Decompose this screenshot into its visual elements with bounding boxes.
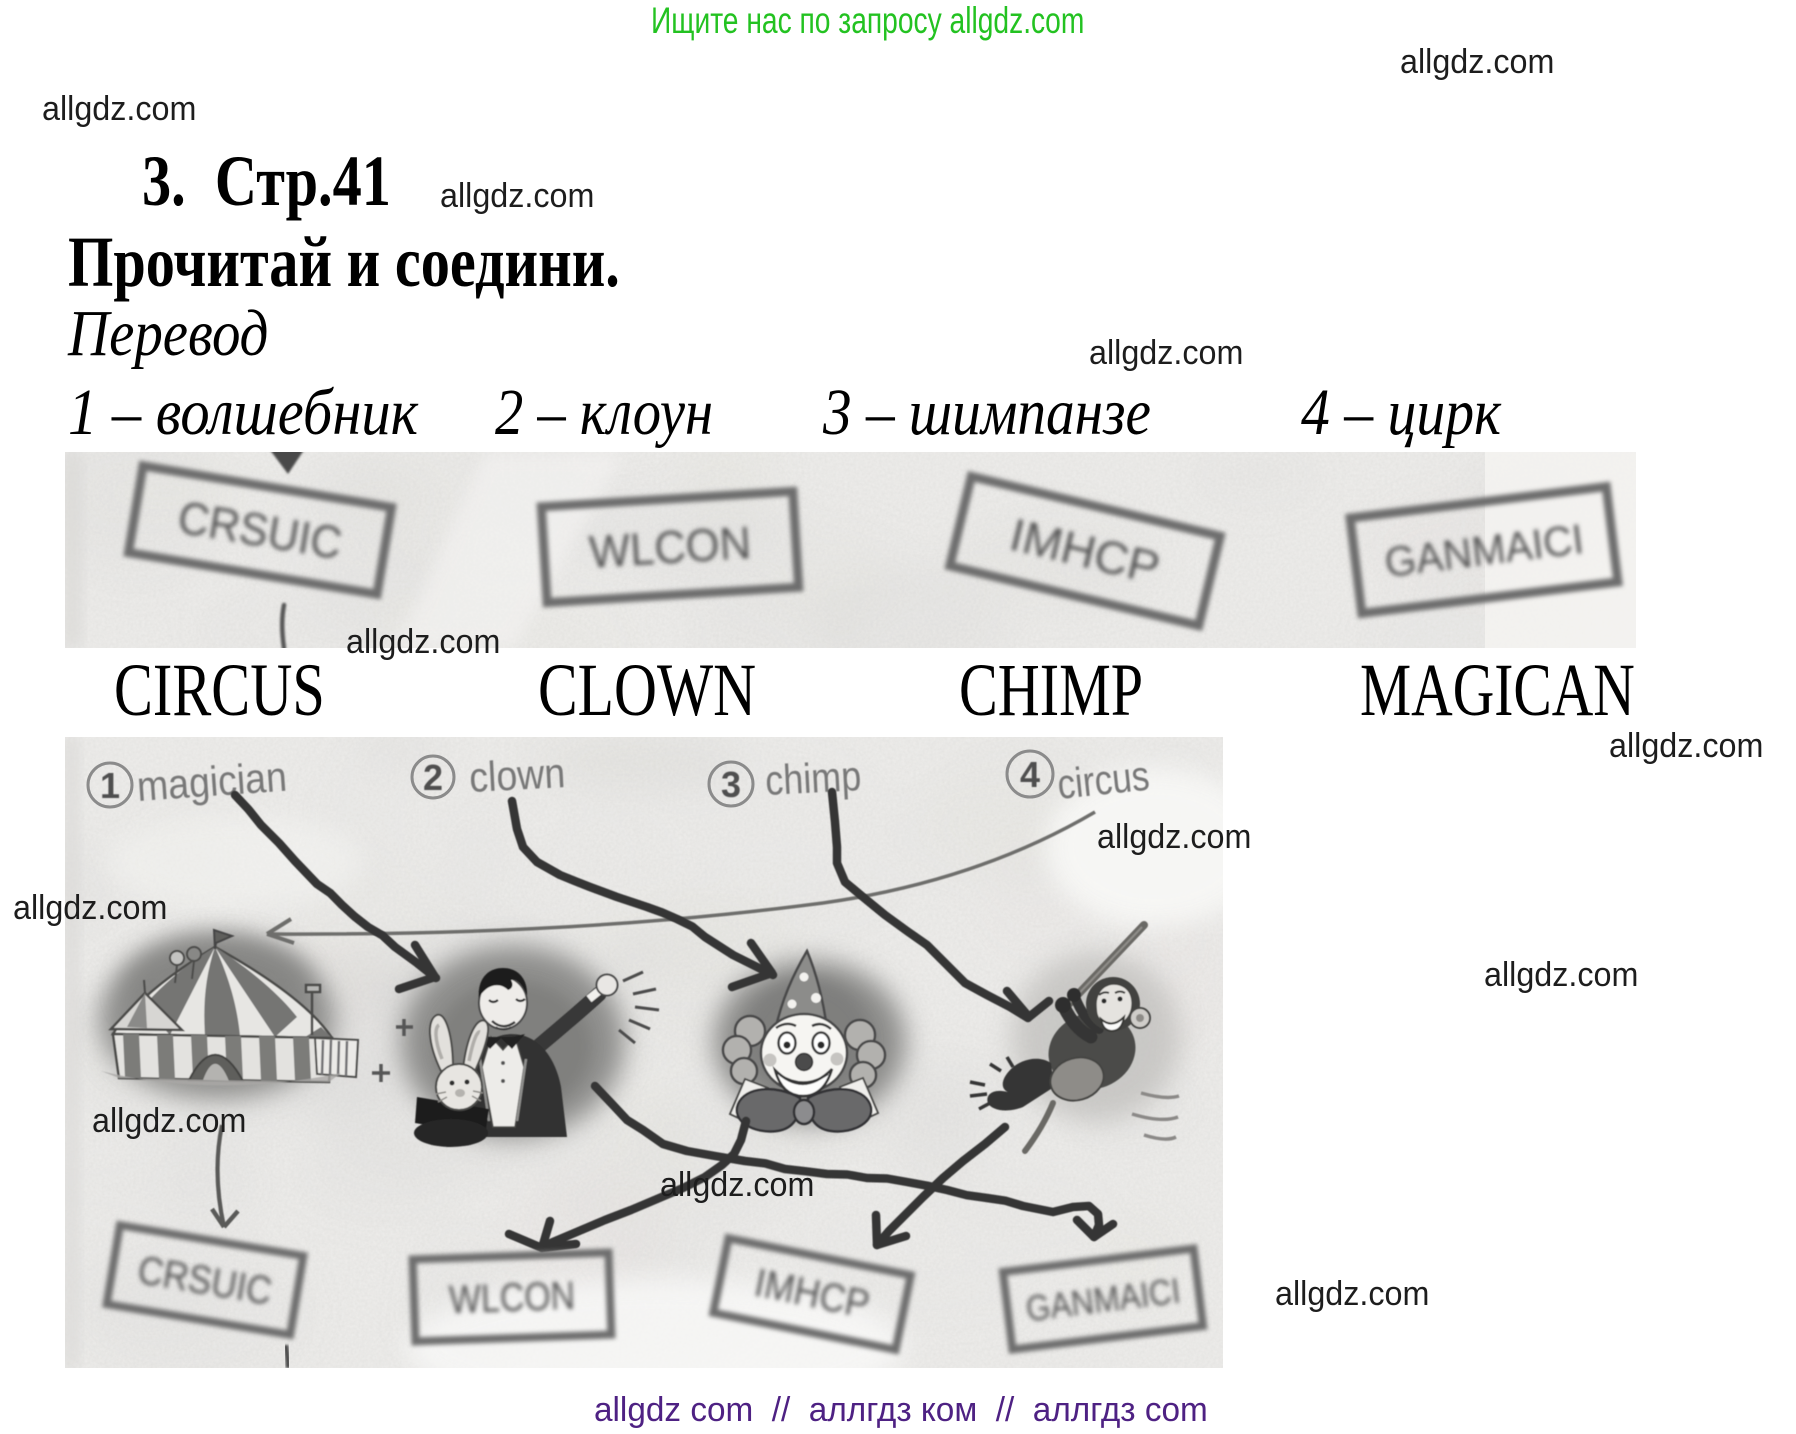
svg-text:1: 1 [100,765,120,806]
svg-text:3: 3 [721,764,741,805]
svg-text:WLCON: WLCON [448,1274,575,1322]
svg-text:4: 4 [1020,754,1040,795]
svg-text:magician: magician [135,753,288,810]
svg-text:circus: circus [1055,752,1151,808]
svg-text:WLCON: WLCON [588,516,753,578]
svg-text:2: 2 [423,757,443,798]
svg-text:chimp: chimp [764,752,862,804]
svg-text:clown: clown [468,749,566,801]
